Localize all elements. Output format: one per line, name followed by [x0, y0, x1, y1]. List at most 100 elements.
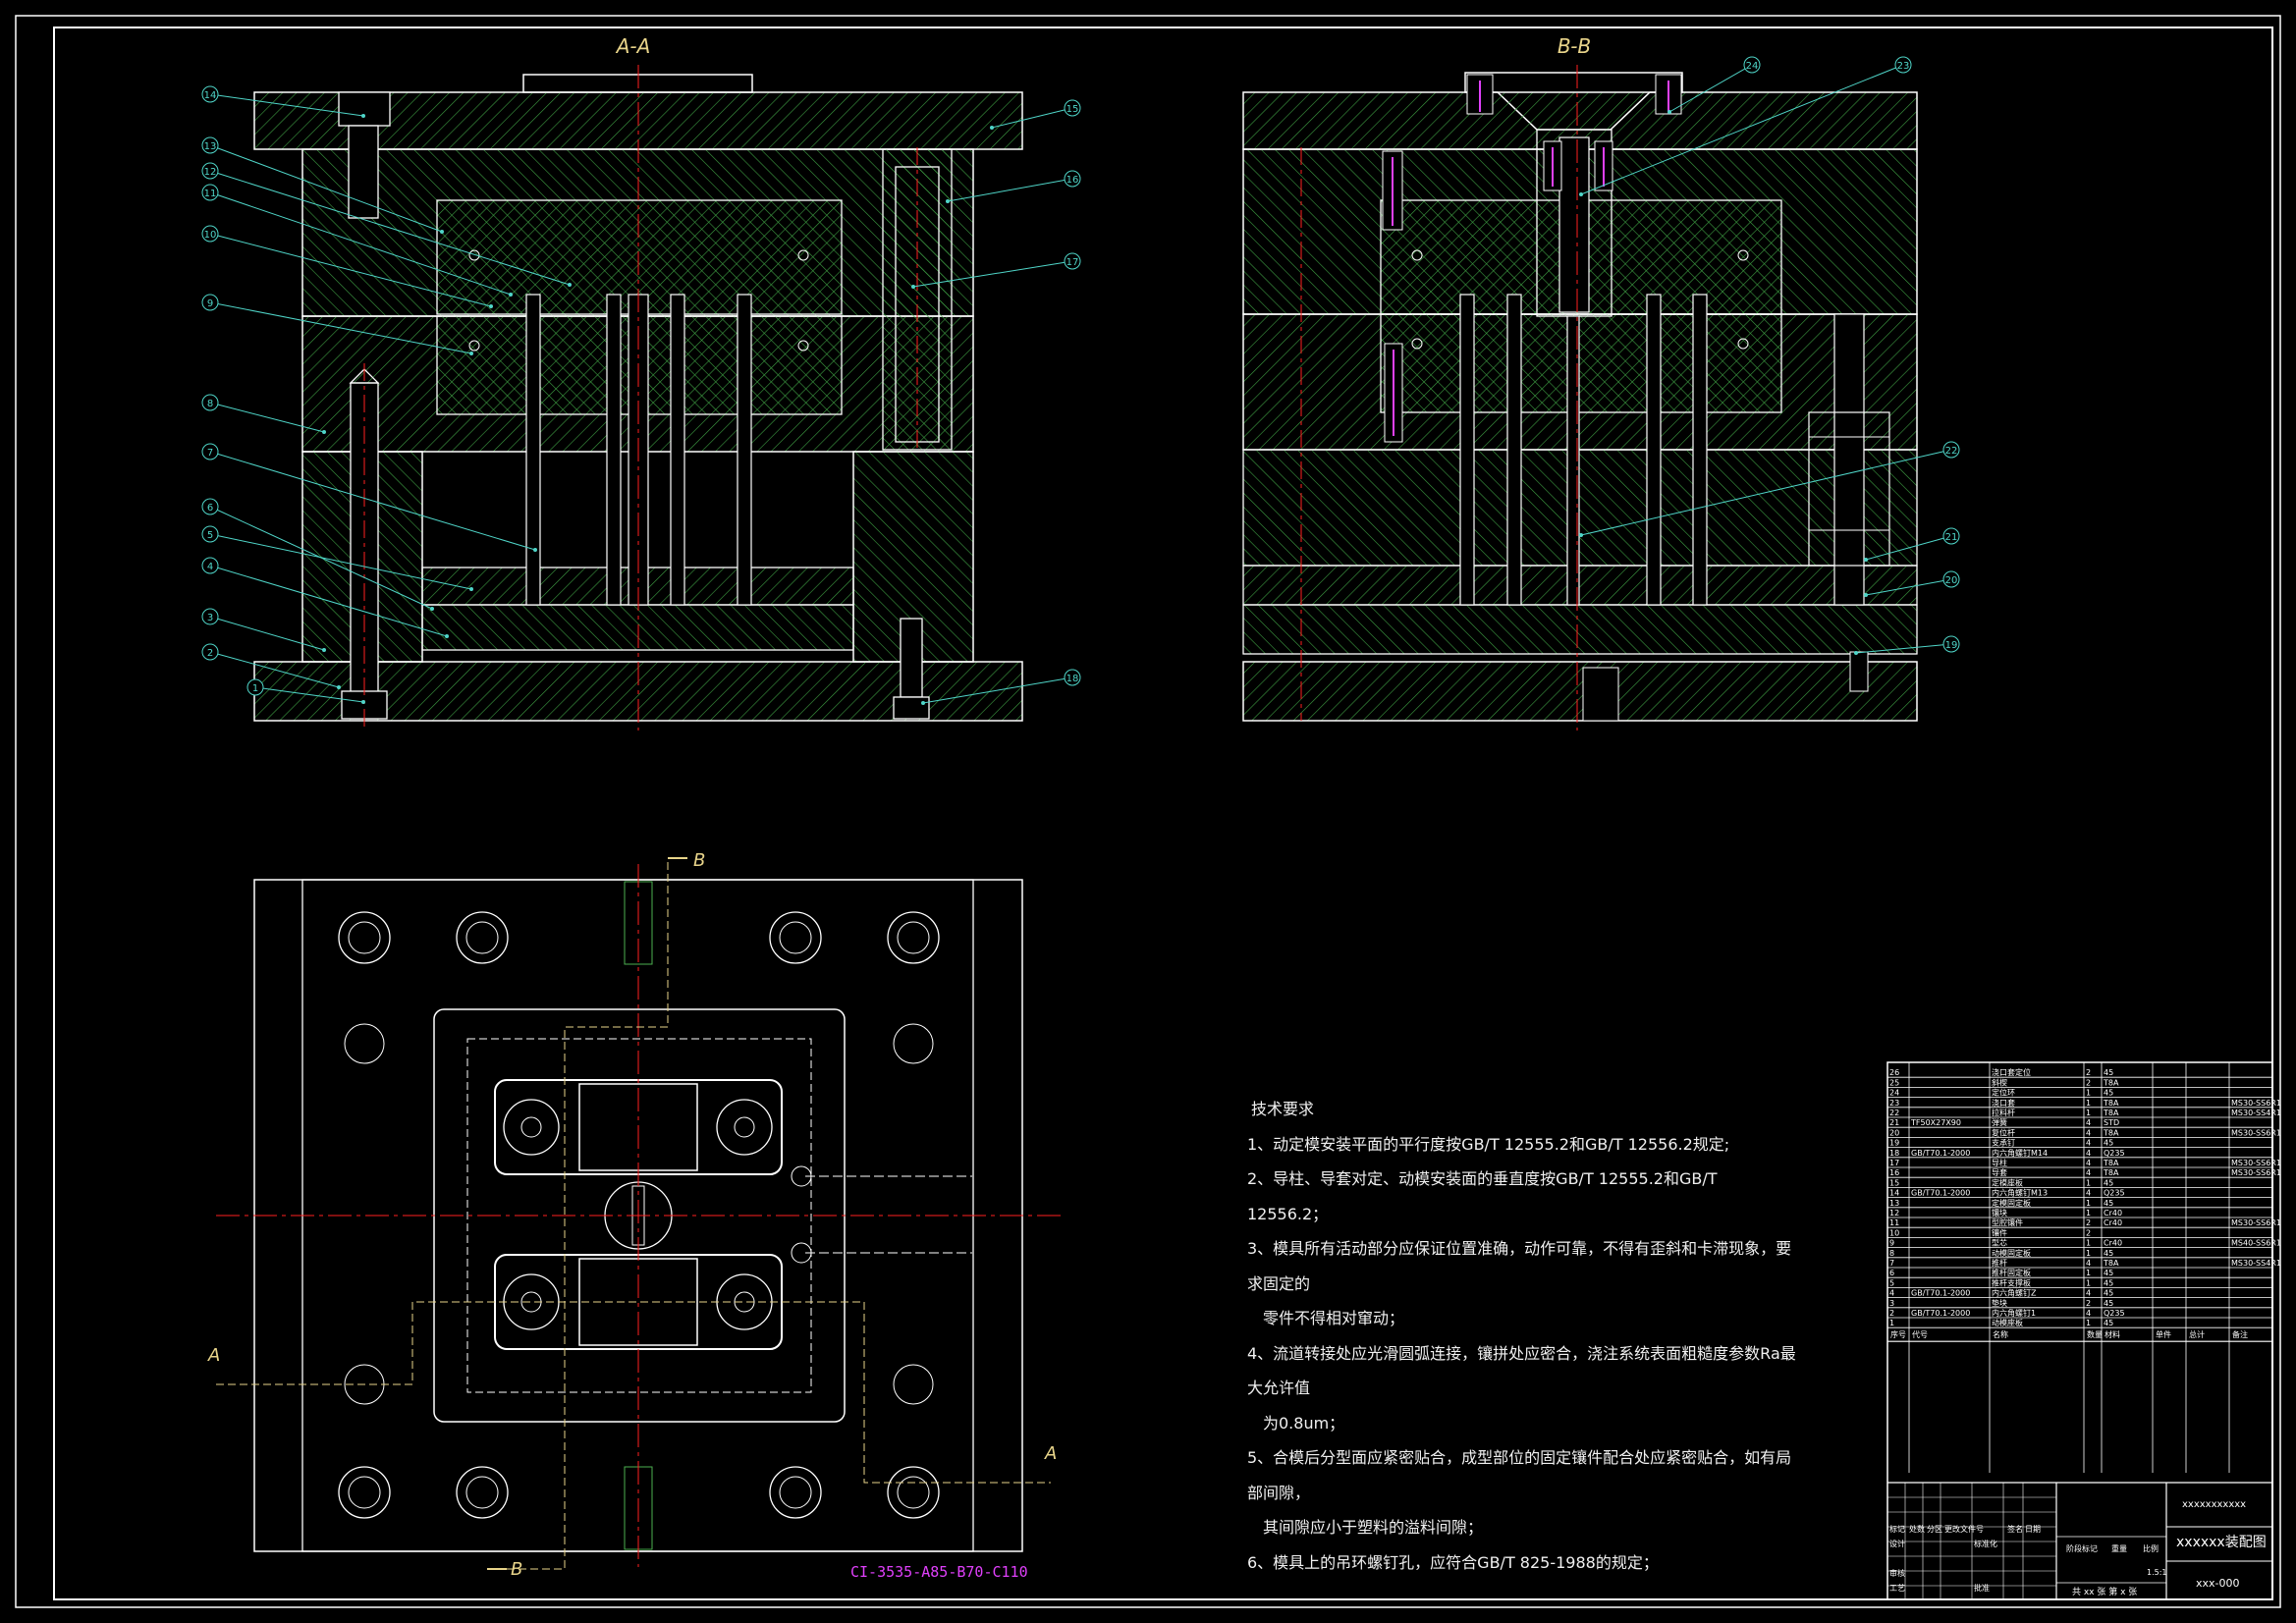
bom-cell: TF50X27X90: [1910, 1118, 1961, 1127]
bom-cell: 浇口套: [1992, 1098, 2015, 1108]
bom-cell: 支承钉: [1992, 1138, 2015, 1148]
bom-cell: 4: [2086, 1189, 2091, 1198]
balloon-5: 5: [201, 525, 473, 591]
bom-header: 名称: [1993, 1329, 2008, 1339]
bom-cell: 20: [1889, 1128, 1899, 1137]
bom-cell: 4: [2086, 1139, 2091, 1148]
bom-cell: Q235: [2104, 1309, 2125, 1318]
balloon-label: 16: [1066, 175, 1079, 186]
bom-cell: 浇口套定位: [1992, 1067, 2031, 1077]
tech-req-item: 其间隙应小于塑料的溢料间隙；: [1263, 1518, 1484, 1537]
balloon-label: 3: [207, 613, 213, 623]
balloon-11: 11: [201, 184, 513, 297]
bom-cell: 12: [1889, 1209, 1899, 1217]
cut-b-top: B: [693, 850, 705, 871]
title-block-label: 批准: [1974, 1583, 1990, 1593]
bom-cell: MS30-SS6R1: [2231, 1218, 2281, 1227]
bom-cell: T8A: [2103, 1168, 2119, 1177]
bom-cell: 4: [2086, 1149, 2091, 1158]
balloon-label: 13: [204, 141, 217, 152]
tech-req-item: 4、流道转接处应光滑圆弧连接，镶拼处应密合，浇注系统表面粗糙度参数Ra最大允许值: [1247, 1343, 1796, 1398]
tech-req-item: 3、模具所有活动部分应保证位置准确，动作可靠，不得有歪斜和卡滞现象，要求固定的: [1247, 1239, 1792, 1293]
balloon-12: 12: [201, 162, 572, 287]
bom-cell: 1: [1889, 1319, 1894, 1327]
bom-cell: GB/T70.1-2000: [1911, 1309, 1970, 1318]
bom-cell: 15: [1889, 1178, 1899, 1187]
tech-requirements: 技术要求 1、动定模安装平面的平行度按GB/T 12555.2和GB/T 125…: [1247, 1092, 1797, 1580]
balloon-10: 10: [201, 225, 493, 308]
balloon-6: 6: [201, 498, 434, 611]
bom-cell: 内六角螺钉M14: [1992, 1148, 2048, 1158]
title-block-label: 阶段标记: [2066, 1543, 2098, 1553]
inner-border: [53, 27, 2273, 1600]
bom-cell: 型腔镶件: [1992, 1217, 2023, 1227]
tech-req-item: 2、导柱、导套对定、动模安装面的垂直度按GB/T 12555.2和GB/T 12…: [1247, 1169, 1718, 1223]
bom-cell: 1: [2086, 1269, 2091, 1277]
bom-cell: 复位杆: [1992, 1127, 2015, 1137]
bom-cell: 11: [1889, 1218, 1899, 1227]
bom-cell: 1: [2086, 1199, 2091, 1208]
balloon-1: 1: [246, 678, 365, 704]
balloon-4: 4: [201, 557, 449, 638]
bom-cell: 19: [1889, 1139, 1899, 1148]
bom-cell: 2: [2086, 1228, 2091, 1237]
balloon-label: 19: [1945, 640, 1958, 651]
balloon-label: 15: [1066, 104, 1079, 115]
bom-cell: 5: [1889, 1278, 1894, 1287]
balloon-17: 17: [911, 252, 1081, 289]
balloon-15: 15: [990, 99, 1081, 130]
balloon-22: 22: [1579, 441, 1960, 537]
bom-header: 数量: [2087, 1329, 2103, 1339]
bom-cell: 斜楔: [1992, 1077, 2007, 1087]
bom-cell: 45: [2104, 1139, 2113, 1148]
title-block-label: 日期: [2025, 1525, 2041, 1534]
title-block-label: 重量: [2111, 1543, 2127, 1553]
balloon-label: 21: [1945, 532, 1958, 543]
bom-cell: 动模固定板: [1992, 1248, 2031, 1258]
bom-cell: 4: [2086, 1259, 2091, 1268]
bom-cell: 7: [1889, 1259, 1894, 1268]
section-bb-label: B-B: [1558, 34, 1591, 58]
title-block-label: 标记: [1889, 1524, 1905, 1534]
balloon-label: 5: [207, 530, 213, 541]
bom-cell: 型芯: [1992, 1238, 2007, 1248]
bom-row: 19 支承钉 4 45: [1887, 1138, 2272, 1148]
bom-cell: 内六角螺钉1: [1992, 1308, 2036, 1318]
bom-cell: 9: [1889, 1239, 1894, 1248]
bom-cell: 1: [2086, 1089, 2091, 1098]
title-block-label: 审核: [1889, 1568, 1905, 1578]
bom-cell: Cr40: [2104, 1218, 2122, 1227]
balloon-21: 21: [1864, 527, 1960, 562]
section-aa-view: A-A: [253, 34, 1023, 730]
bom-cell: MS40-SS6R1: [2231, 1239, 2281, 1248]
balloon-label: 9: [207, 298, 213, 309]
tech-req-item: 零件不得相对窜动；: [1263, 1309, 1405, 1327]
bom-cell: Cr40: [2104, 1209, 2122, 1217]
balloon-19: 19: [1854, 635, 1960, 655]
balloon-20: 20: [1864, 570, 1960, 597]
balloon-8: 8: [201, 394, 326, 434]
balloon-14: 14: [201, 85, 365, 118]
bom-cell: 镶件: [1992, 1227, 2007, 1237]
bom-cell: 2: [2086, 1218, 2091, 1227]
bom-cell: 3: [1889, 1299, 1894, 1308]
bom-cell: 45: [2104, 1299, 2113, 1308]
balloon-2: 2: [201, 643, 341, 689]
drawing-number: xxx-000: [2196, 1577, 2240, 1590]
balloon-label: 24: [1746, 61, 1759, 72]
